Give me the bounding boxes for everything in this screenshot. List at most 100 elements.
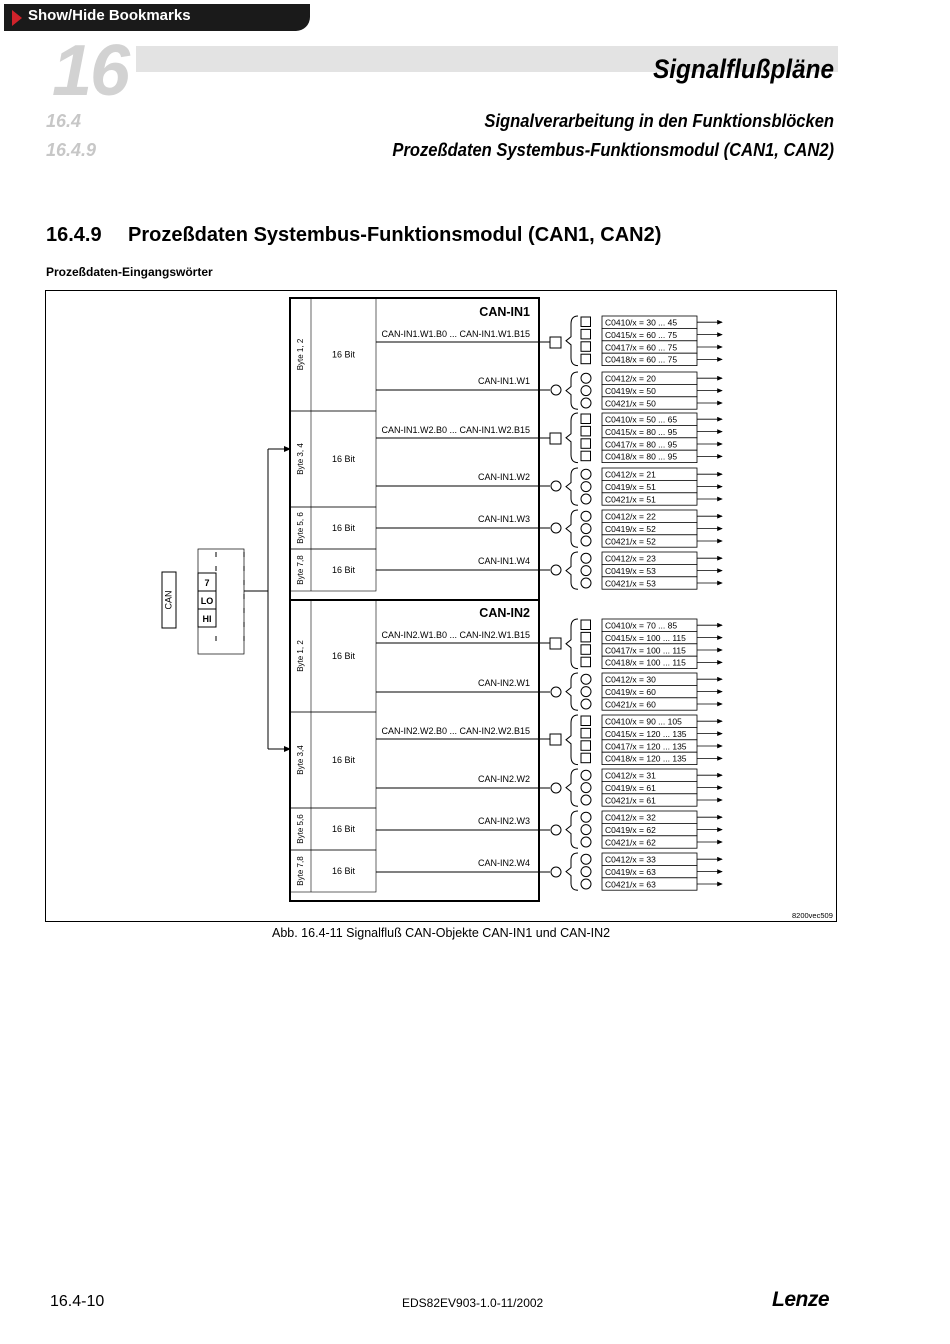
code-circle — [580, 794, 592, 806]
connector-pin-label: HI — [203, 614, 212, 624]
word-signal-label: CAN-IN2.W3 — [478, 816, 530, 826]
code-label: C0417/x = 120 ... 135 — [605, 741, 687, 751]
word-output-circle — [550, 480, 562, 492]
code-label: C0418/x = 120 ... 135 — [605, 754, 687, 764]
document-reference: EDS82EV903-1.0-11/2002 — [402, 1296, 544, 1310]
bookmarks-toggle-label[interactable]: Show/Hide Bookmarks — [28, 7, 191, 24]
code-circle — [580, 397, 592, 409]
code-circle — [580, 673, 592, 685]
bookmarks-toggle-button[interactable] — [4, 4, 310, 31]
word-signal-label: CAN-IN2.W1 — [478, 678, 530, 688]
heading-number: 16.4.9 — [46, 224, 102, 246]
chapter-title: Signalflußpläne — [653, 54, 834, 84]
code-square — [580, 341, 591, 352]
bit-brace — [565, 315, 579, 367]
word-output-circle — [550, 824, 562, 836]
code-label: C0421/x = 50 — [605, 398, 656, 408]
bit-width-label: 16 Bit — [332, 565, 356, 575]
code-label: C0418/x = 100 ... 115 — [605, 658, 686, 668]
bit-signal-label: CAN-IN1.W1.B0 ... CAN-IN1.W1.B15 — [381, 329, 530, 339]
header-bar — [136, 46, 838, 72]
code-square — [580, 656, 591, 668]
word-output-circle — [550, 782, 562, 794]
word-signal-label: CAN-IN1.W3 — [478, 514, 530, 524]
byte-label: Byte 3,4 — [296, 745, 305, 775]
code-label: C0417/x = 60 ... 75 — [605, 342, 677, 352]
code-label: C0410/x = 30 ... 45 — [605, 318, 677, 328]
can-in-block — [289, 599, 540, 902]
code-circle — [580, 535, 592, 547]
code-circle — [580, 493, 592, 505]
word-output-circle — [550, 384, 562, 396]
connector-pin-box — [197, 608, 217, 628]
code-circle — [580, 481, 592, 493]
bit-width-label: 16 Bit — [332, 866, 356, 876]
code-label: C0418/x = 60 ... 75 — [605, 355, 677, 365]
code-circle — [580, 552, 592, 564]
bit-width-label: 16 Bit — [332, 651, 356, 661]
subsection-number: 16.4.9 — [46, 140, 97, 160]
code-label: C0421/x = 53 — [605, 578, 656, 588]
word-brace — [565, 810, 579, 849]
code-square — [580, 316, 591, 327]
can-in-block — [289, 297, 540, 601]
code-square — [580, 413, 591, 424]
word-brace — [565, 768, 579, 807]
page-number: 16.4-10 — [50, 1293, 105, 1310]
code-label: C0412/x = 30 — [605, 675, 656, 685]
code-label: C0417/x = 80 ... 95 — [605, 439, 677, 449]
code-square — [580, 727, 591, 739]
byte-label: Byte 3, 4 — [296, 443, 305, 475]
code-label: C0415/x = 60 ... 75 — [605, 330, 677, 340]
bit-width-label: 16 Bit — [332, 523, 356, 533]
subsection-title: Prozeßdaten Systembus-Funktionsmodul (CA… — [392, 140, 834, 160]
word-output-circle — [550, 866, 562, 878]
code-label: C0419/x = 52 — [605, 524, 656, 534]
code-label: C0412/x = 32 — [605, 813, 656, 823]
code-circle — [580, 824, 592, 836]
bit-signal-label: CAN-IN2.W1.B0 ... CAN-IN2.W1.B15 — [381, 630, 530, 640]
code-label: C0417/x = 100 ... 115 — [605, 645, 686, 655]
code-label: C0410/x = 70 ... 85 — [605, 621, 677, 631]
code-circle — [580, 510, 592, 522]
code-label: C0418/x = 80 ... 95 — [605, 452, 677, 462]
code-circle — [580, 811, 592, 823]
code-label: C0412/x = 33 — [605, 855, 656, 865]
code-square — [580, 450, 591, 462]
code-label: C0419/x = 50 — [605, 386, 656, 396]
code-label: C0421/x = 60 — [605, 699, 656, 709]
code-label: C0421/x = 62 — [605, 837, 656, 847]
code-circle — [580, 878, 592, 890]
code-square — [580, 619, 591, 630]
word-output-circle — [550, 522, 562, 534]
byte-label: Byte 1, 2 — [296, 640, 305, 672]
code-label: C0412/x = 21 — [605, 470, 656, 480]
code-label: C0412/x = 31 — [605, 771, 656, 781]
word-signal-label: CAN-IN1.W4 — [478, 556, 530, 566]
code-label: C0415/x = 100 ... 115 — [605, 633, 686, 643]
bit-width-label: 16 Bit — [332, 824, 356, 834]
bit-width-label: 16 Bit — [332, 350, 356, 360]
code-square — [580, 631, 591, 643]
code-circle — [580, 866, 592, 878]
code-label: C0412/x = 22 — [605, 512, 656, 522]
word-brace — [565, 509, 579, 548]
word-brace — [565, 852, 579, 891]
code-square — [580, 715, 591, 726]
section-number: 16.4 — [46, 111, 82, 131]
triangle-right-icon — [12, 10, 22, 26]
code-label: C0419/x = 63 — [605, 867, 656, 877]
code-square — [580, 644, 591, 655]
bit-signal-label: CAN-IN2.W2.B0 ... CAN-IN2.W2.B15 — [381, 726, 530, 736]
code-label: C0419/x = 60 — [605, 687, 656, 697]
word-output-circle — [550, 564, 562, 576]
code-label: C0415/x = 120 ... 135 — [605, 729, 687, 739]
bit-output-square — [549, 733, 562, 746]
can-bus-box — [161, 571, 177, 629]
byte-label: Byte 5,6 — [296, 814, 305, 844]
connector-pin-label: LO — [201, 596, 214, 606]
code-label: C0419/x = 61 — [605, 783, 656, 793]
byte-label: Byte 7,8 — [296, 555, 305, 585]
code-square — [580, 438, 591, 449]
